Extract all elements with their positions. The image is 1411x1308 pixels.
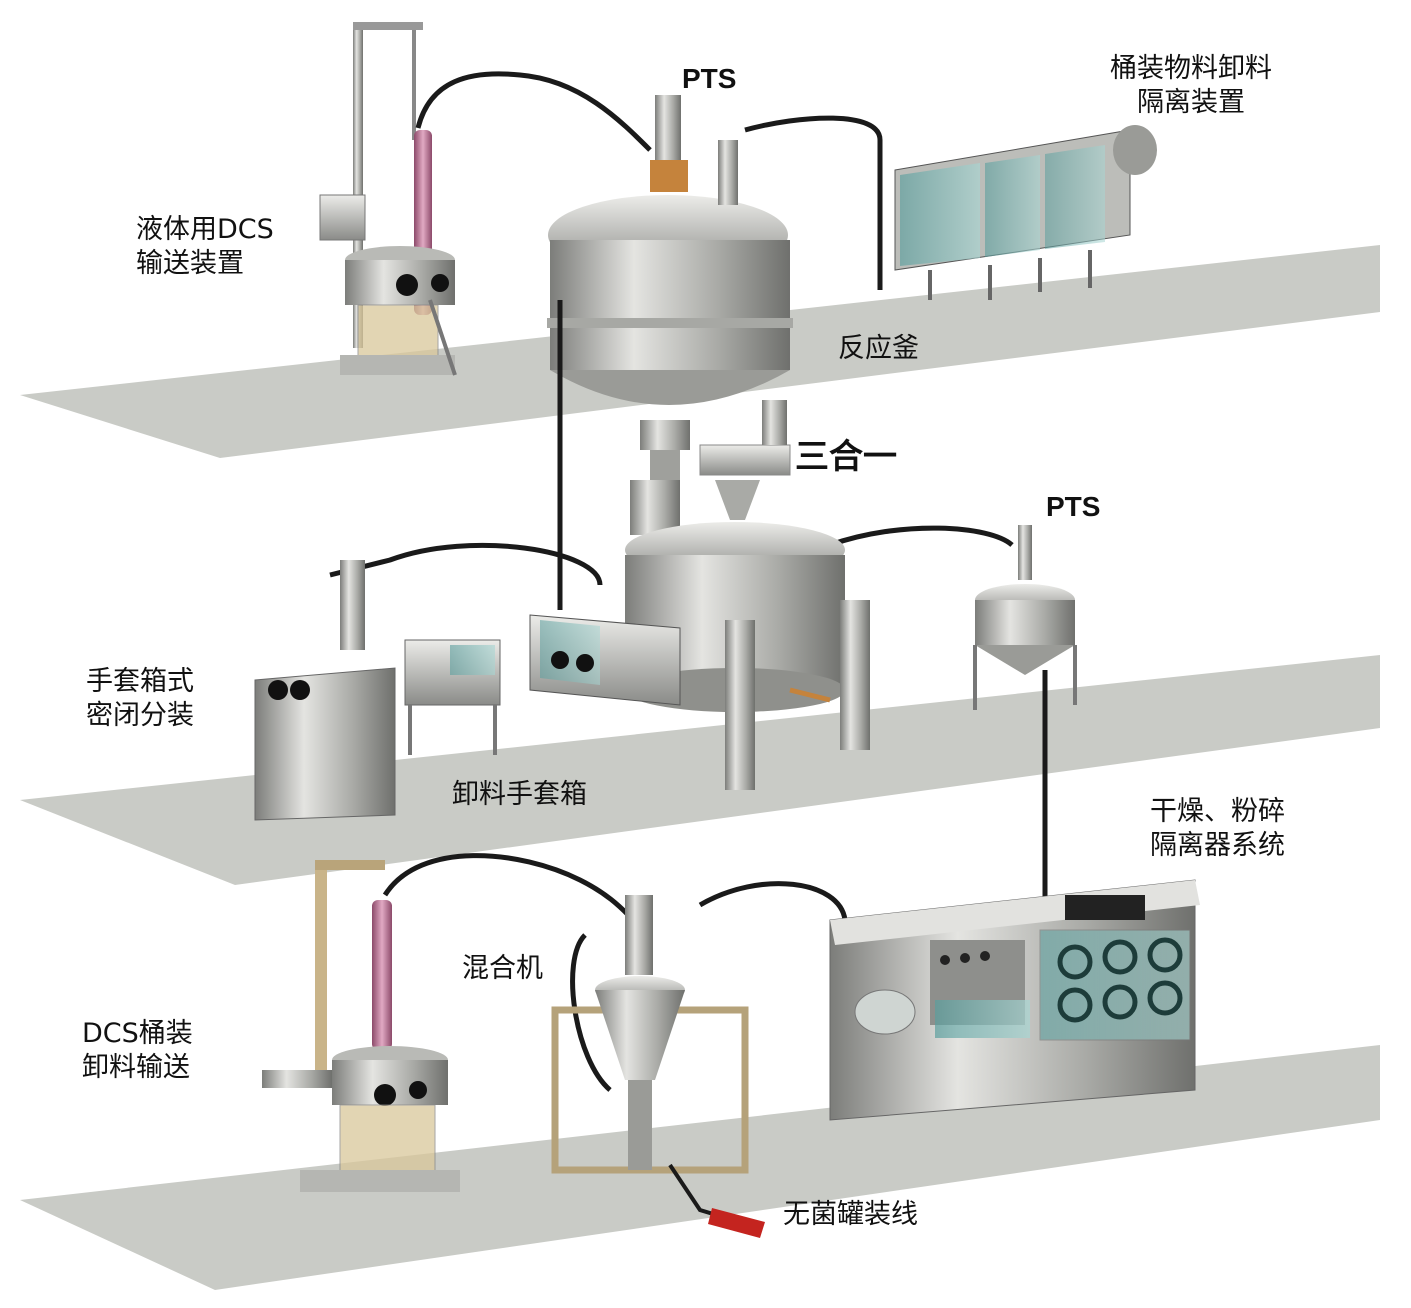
label-pts-top: PTS [682,63,737,94]
label-liquid-dcs: 液体用DCS 输送装置 [136,213,274,281]
label-dry-mill: 干燥、粉碎 隔离器系统 [1150,795,1285,863]
reactor [547,95,793,495]
label-mixer: 混合机 [462,953,543,984]
label-dry-mill-line2: 隔离器系统 [1150,830,1285,861]
label-drum-unload-isolator: 桶装物料卸料 隔离装置 [1110,52,1272,120]
label-sterile-line: 无菌罐装线 [783,1199,918,1230]
dry-mill-isolator [829,879,1200,1121]
three-in-one-filter-dryer [625,400,870,790]
liquid-dcs-conveyor [319,22,457,376]
floor-level-2 [20,655,1380,885]
dcs-drum-unloading [262,860,460,1192]
label-glovebox-pack-line1: 手套箱式 [86,666,194,697]
transfer-pipes [329,71,1048,1092]
pts-receiver-tank [973,525,1077,710]
unload-glovebox [529,614,681,706]
label-liquid-dcs-line2: 输送装置 [136,248,244,279]
label-liquid-dcs-line1: 液体用DCS [136,214,274,245]
mixer [551,895,765,1238]
drum-unload-isolator [894,125,1157,300]
label-dry-mill-line1: 干燥、粉碎 [1150,796,1285,827]
label-glovebox-pack-line2: 密闭分装 [86,700,194,731]
label-dcs-drum-line2: 卸料输送 [82,1052,190,1083]
label-reactor: 反应釜 [838,333,919,364]
label-drum-unload-isolator-line2: 隔离装置 [1137,87,1245,118]
label-dcs-drum-line1: DCS桶装 [82,1018,193,1049]
label-pts-mid: PTS [1046,491,1101,522]
label-three-in-one: 三合一 [795,438,897,476]
label-glovebox-pack: 手套箱式 密闭分装 [86,665,194,733]
label-drum-unload-isolator-line1: 桶装物料卸料 [1110,53,1272,84]
label-unload-glovebox: 卸料手套箱 [452,779,587,810]
label-dcs-drum: DCS桶装 卸料输送 [82,1017,193,1085]
glovebox-dispensing [254,560,501,821]
